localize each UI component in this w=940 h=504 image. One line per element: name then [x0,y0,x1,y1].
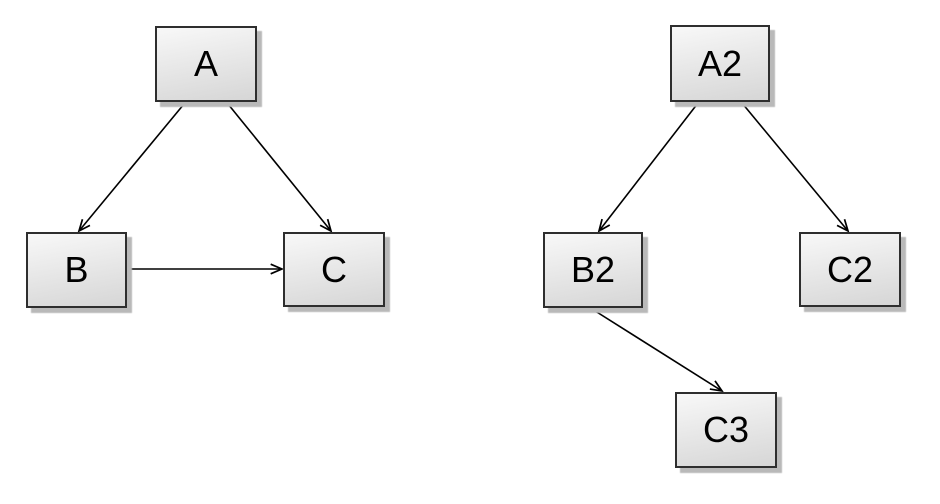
node-label: A [193,43,218,84]
edge-A2-B2[interactable] [599,102,699,231]
node-label: C2 [826,248,874,290]
node-label: B2 [570,249,616,290]
node-C[interactable]: C [283,232,385,307]
node-label: C3 [702,409,750,450]
edge-A-B[interactable] [79,103,185,231]
node-label: B [64,249,89,290]
node-A2[interactable]: A2 [670,25,770,102]
edge-B2-C3[interactable] [591,308,722,391]
node-C3[interactable]: C3 [675,392,777,468]
node-C2[interactable]: C2 [799,232,901,307]
edge-A2-C2[interactable] [741,102,848,231]
node-label: A2 [697,42,743,84]
node-A[interactable]: A [155,26,257,102]
node-label: C [321,248,347,290]
node-B[interactable]: B [26,232,127,308]
edge-A-C[interactable] [227,103,331,231]
node-B2[interactable]: B2 [543,232,643,308]
